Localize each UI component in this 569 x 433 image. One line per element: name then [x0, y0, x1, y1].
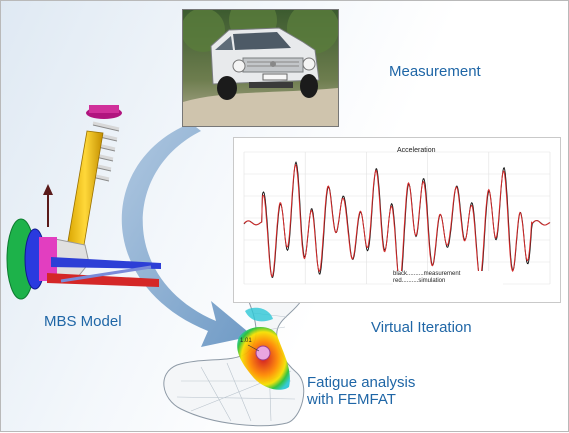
fem-mesh-graphic	[163, 269, 305, 427]
chart-title: Acceleration	[397, 147, 436, 154]
label-fatigue-line1: Fatigue analysis	[307, 374, 416, 391]
mbs-model-graphic	[6, 105, 161, 300]
label-measurement: Measurement	[389, 63, 481, 80]
legend-measurement: black..........measurement	[393, 271, 461, 277]
label-fatigue-line2: with FEMFAT	[307, 391, 396, 408]
label-fatigue-analysis: Fatigue analysis with FEMFAT	[307, 374, 437, 408]
chart-legend: black..........measurement red..........…	[393, 271, 503, 297]
measurement-photo	[182, 9, 339, 127]
flow-arrow	[121, 123, 254, 347]
label-virtual-iteration: Virtual Iteration	[371, 319, 472, 336]
legend-simulation: red..........simulation	[393, 278, 446, 284]
label-mbs-model: MBS Model	[44, 313, 122, 330]
fem-tag: 1.01	[240, 338, 252, 344]
